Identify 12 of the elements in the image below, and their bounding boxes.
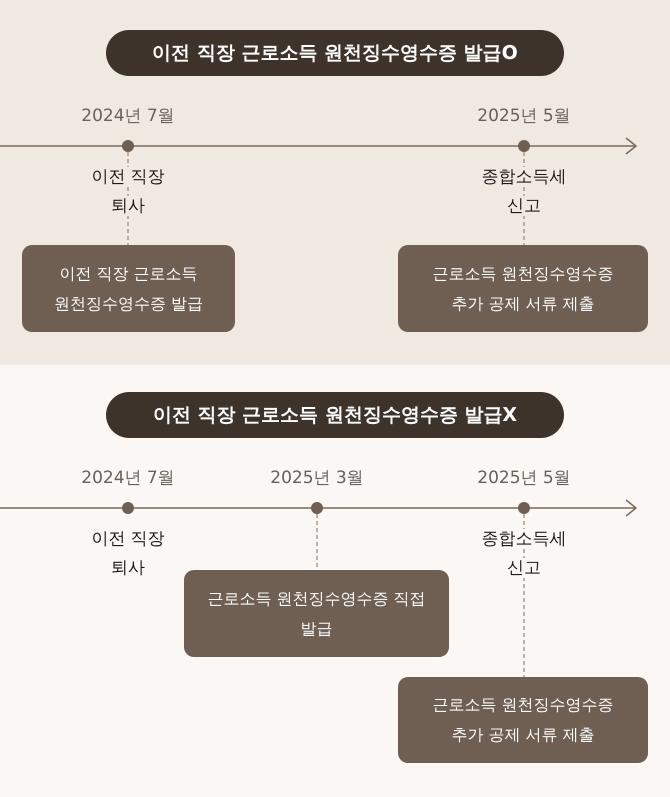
date-label: 2025년 3월 [269,467,365,490]
step-box: 근로소득 원천징수영수증 추가 공제 서류 제출 [398,245,648,332]
step-box: 근로소득 원천징수영수증 추가 공제 서류 제출 [398,677,648,763]
title-pill: 이전 직장 근로소득 원천징수영수증 발급O [106,30,564,76]
step-box: 근로소득 원천징수영수증 직접 발급 [184,570,449,657]
date-label: 2024년 7월 [80,105,176,128]
step-box: 이전 직장 근로소득 원천징수영수증 발급 [22,245,235,332]
date-label: 2025년 5월 [476,467,572,490]
date-label: 2025년 5월 [476,105,572,128]
leader-line [316,514,318,570]
title-pill: 이전 직장 근로소득 원천징수영수증 발급X [106,392,564,438]
date-label: 2024년 7월 [80,467,176,490]
